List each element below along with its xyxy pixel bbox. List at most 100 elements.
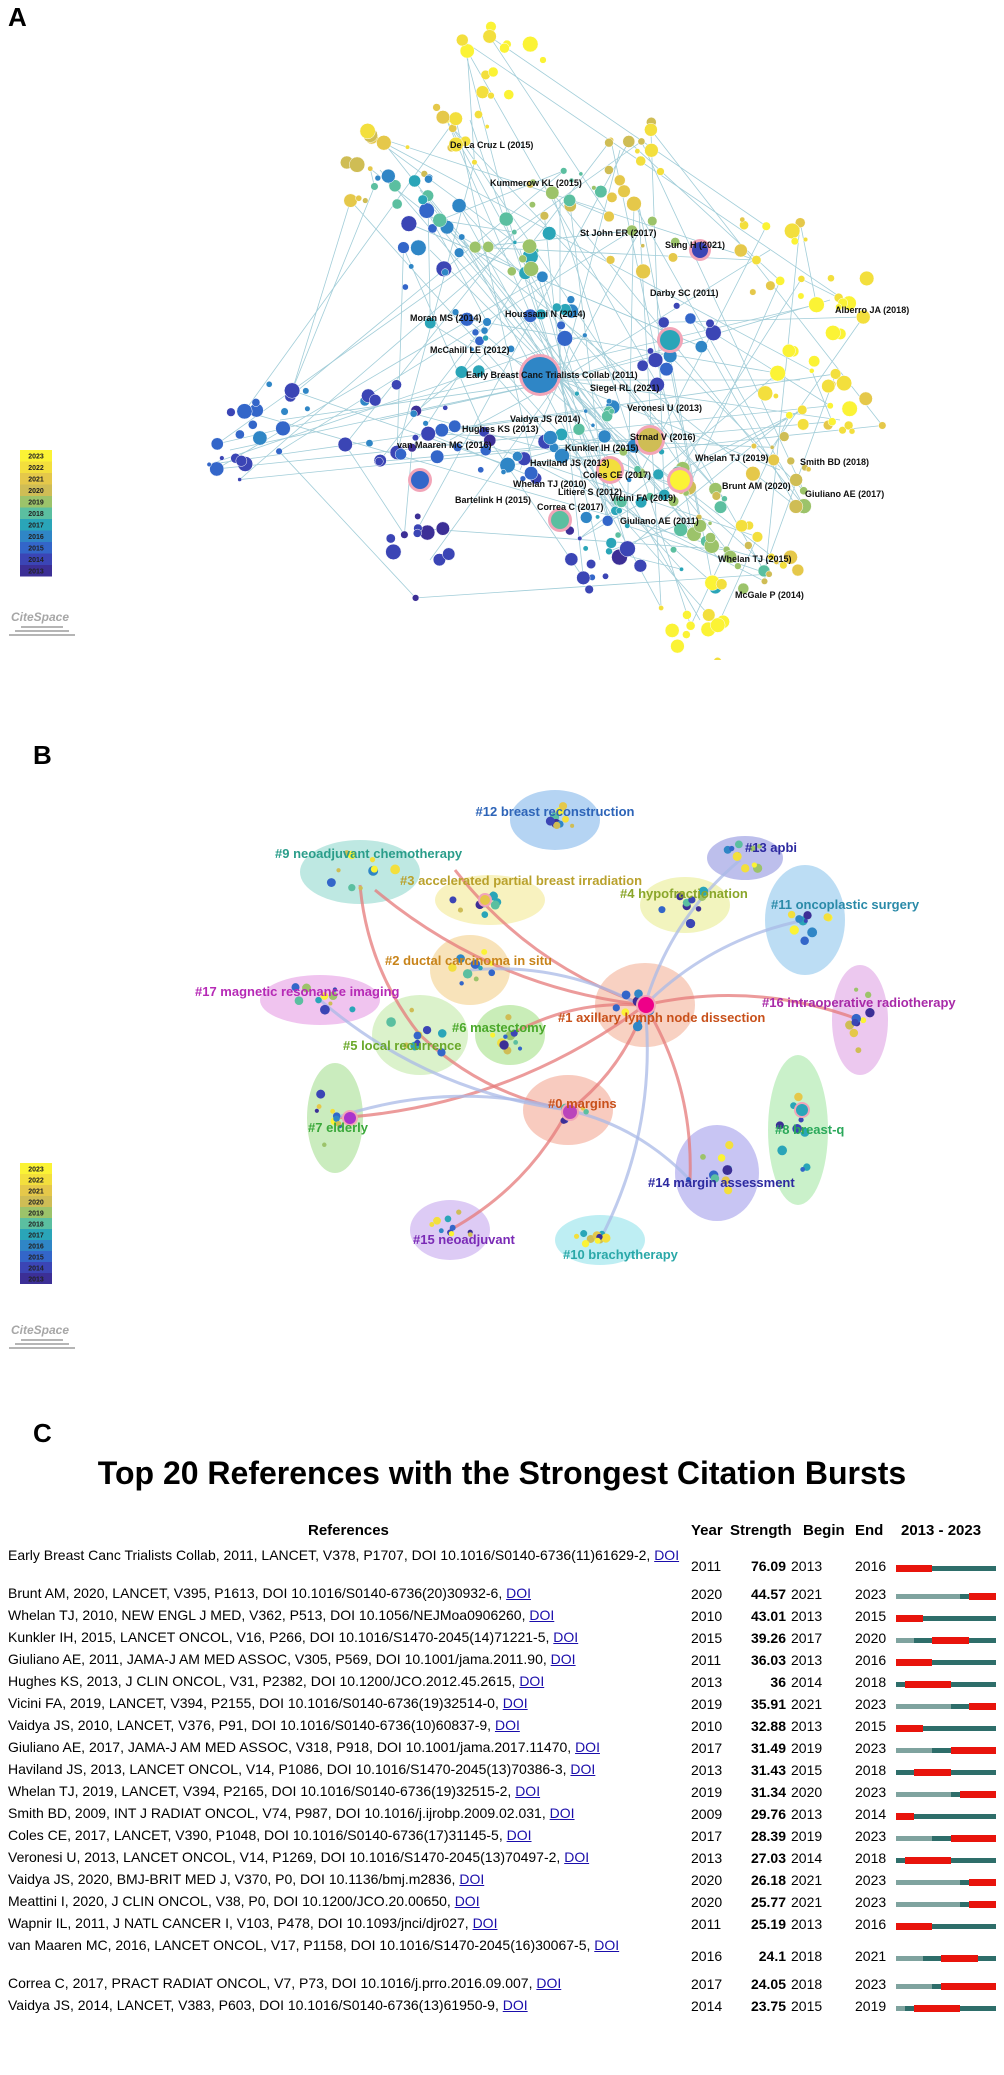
network-node [660,330,680,350]
cluster-label: #6 mastectomy [452,1020,547,1035]
network-node [670,470,690,490]
network-node [635,496,648,509]
network-node [335,1120,342,1127]
network-node [454,365,469,379]
doi-link[interactable]: DOI [553,1629,579,1645]
legend-swatch [20,530,52,542]
network-node [757,385,774,402]
network-node [724,1186,733,1195]
network-node [735,519,749,533]
network-node [733,243,748,258]
strength-cell: 44.57 [750,1586,786,1602]
network-node [744,541,753,550]
reference-text: Veronesi U, 2013, LANCET ONCOL, V14, P12… [8,1848,688,1866]
network-node [448,136,464,153]
network-node [376,135,392,151]
doi-link[interactable]: DOI [570,1761,596,1777]
network-node [710,1174,720,1183]
doi-link[interactable]: DOI [502,1695,528,1711]
doi-link[interactable]: DOI [506,1585,531,1601]
pre-publication-segment [896,1704,951,1709]
doi-link[interactable]: DOI [502,1997,528,2013]
network-node [487,66,499,78]
doi-link[interactable]: DOI [594,1937,620,1953]
network-node [761,221,771,231]
network-node [586,1234,595,1243]
doi-link[interactable]: DOI [459,1871,485,1887]
network-node [362,197,369,204]
network-node [668,252,678,263]
strength-cell: 39.26 [750,1630,786,1646]
header-span: 2013 - 2023 [901,1522,982,1539]
network-node [721,495,728,503]
doi-link[interactable]: DOI [550,1651,576,1667]
network-node [528,201,536,209]
network-node [475,85,490,99]
doi-link[interactable]: DOI [536,1975,562,1991]
network-node [604,138,614,148]
doi-link[interactable]: DOI [454,1893,480,1909]
network-node [725,1141,734,1150]
network-node [556,330,573,347]
burst-timeline [896,1813,996,1820]
network-node [841,400,858,417]
doi-link[interactable]: DOI [549,1805,575,1821]
network-node [518,254,527,264]
reference-text: Vaidya JS, 2020, BMJ-BRIT MED J, V370, P… [8,1870,688,1888]
reference-text: van Maaren MC, 2016, LANCET ONCOL, V17, … [8,1936,688,1954]
network-node [451,308,460,316]
network-node [865,1008,875,1018]
doi-link[interactable]: DOI [515,1783,541,1799]
cited-reference-label: Hughes KS (2013) [462,424,539,434]
doi-link[interactable]: DOI [529,1607,555,1623]
begin-cell: 2019 [791,1828,823,1844]
network-node [539,211,549,221]
network-node [251,398,261,407]
burst-timeline [896,1983,996,1990]
network-node [751,255,762,266]
doi-link[interactable]: DOI [654,1547,680,1563]
network-node [636,359,649,372]
strength-cell: 36 [770,1674,786,1690]
network-node [647,347,654,355]
reference-text: Giuliano AE, 2017, JAMA-J AM MED ASSOC, … [8,1738,688,1756]
network-node [829,368,842,380]
reference-text: Whelan TJ, 2019, LANCET, V394, P2165, DO… [8,1782,688,1800]
network-node [859,270,875,286]
pre-publication-segment [896,1984,933,1989]
doi-link[interactable]: DOI [564,1849,590,1865]
network-node [786,456,795,466]
cited-reference-label: McGale P (2014) [735,590,804,600]
network-node [692,242,708,258]
network-node [580,511,593,524]
network-node [590,422,596,428]
network-node [673,522,688,537]
year-cell: 2017 [691,1976,723,1992]
network-node [856,309,871,325]
network-node [626,224,638,237]
legend-swatch [20,553,52,565]
doi-link[interactable]: DOI [472,1915,498,1931]
network-node [523,261,539,277]
year-cell: 2013 [691,1762,723,1778]
citation-flow-arrow [598,1004,649,1241]
reference-text: Brunt AM, 2020, LANCET, V395, P1613, DOI… [8,1584,688,1602]
network-node [835,303,843,311]
reference-citation: Veronesi U, 2013, LANCET ONCOL, V14, P12… [8,1849,565,1865]
network-node [409,1007,415,1013]
network-node [420,426,436,442]
network-node [545,185,560,200]
network-node [668,495,680,507]
network-node [854,987,859,992]
citation-flow-arrow [358,884,422,1036]
cited-reference-label: Giuliano AE (2011) [620,516,699,526]
cited-reference-label: Whelan TJ (2010) [513,479,587,489]
network-node [451,198,467,214]
cited-reference-label: Sung H (2021) [665,240,725,250]
doi-link[interactable]: DOI [494,1717,520,1733]
doi-link[interactable]: DOI [575,1739,600,1755]
network-node [601,515,614,527]
year-cell: 2016 [691,1948,723,1964]
doi-link[interactable]: DOI [506,1827,532,1843]
doi-link[interactable]: DOI [519,1673,545,1689]
